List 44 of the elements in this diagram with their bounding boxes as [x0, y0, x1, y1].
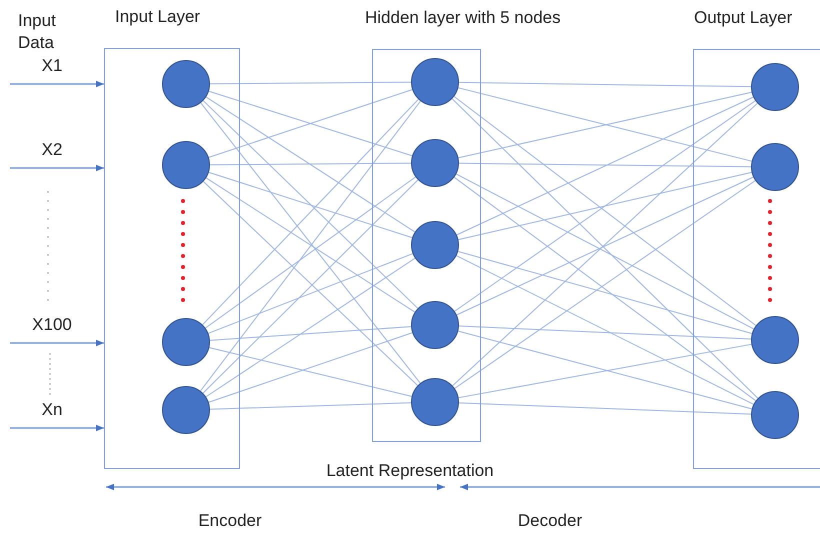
connection-line: [210, 82, 412, 84]
layer-heading: Hidden layer with 5 nodes: [365, 8, 561, 28]
neuron-circle: [162, 141, 210, 189]
input-arrow: [10, 80, 104, 88]
neuron-circle: [751, 316, 799, 364]
connection-line: [208, 172, 413, 238]
layer-heading: Output Layer: [694, 8, 792, 28]
neuron-circle: [411, 301, 459, 349]
connection-line: [206, 258, 416, 398]
neuron-circle: [751, 63, 799, 111]
connection-line: [458, 82, 752, 88]
layer-heading: Input Layer: [115, 7, 200, 27]
connection-line: [209, 326, 412, 341]
neuron-circle: [162, 318, 210, 366]
connection-line: [210, 162, 412, 166]
connection-line: [208, 332, 413, 403]
input-arrow: [10, 164, 104, 172]
neuron-circle: [751, 143, 799, 191]
neuron-circle: [411, 221, 459, 269]
connection-line: [458, 344, 752, 398]
connection-line: [458, 330, 752, 410]
connection-line: [456, 96, 754, 236]
connection-line: [206, 96, 416, 232]
connection-line: [458, 172, 752, 240]
neuron-circle: [162, 386, 210, 434]
text-label: Latent Representation: [325, 460, 495, 482]
connection-line: [210, 402, 412, 410]
neuron-circle: [411, 58, 459, 106]
connection-line: [458, 250, 752, 334]
text-label: Decoder: [516, 510, 584, 532]
connection-line: [458, 162, 752, 168]
neuron-circle: [162, 60, 210, 108]
text-label: Input Data: [18, 10, 57, 54]
text-label: Encoder: [197, 510, 263, 532]
connection-line: [208, 253, 414, 334]
input-arrow: [10, 424, 104, 432]
connection-line: [208, 347, 412, 397]
neuron-circle: [411, 139, 459, 187]
neuron-circle: [411, 378, 459, 426]
connection-line: [458, 326, 752, 340]
connection-line: [456, 255, 754, 405]
neuron-circle: [751, 391, 799, 439]
input-arrow: [10, 340, 104, 346]
connection-line: [458, 402, 752, 415]
